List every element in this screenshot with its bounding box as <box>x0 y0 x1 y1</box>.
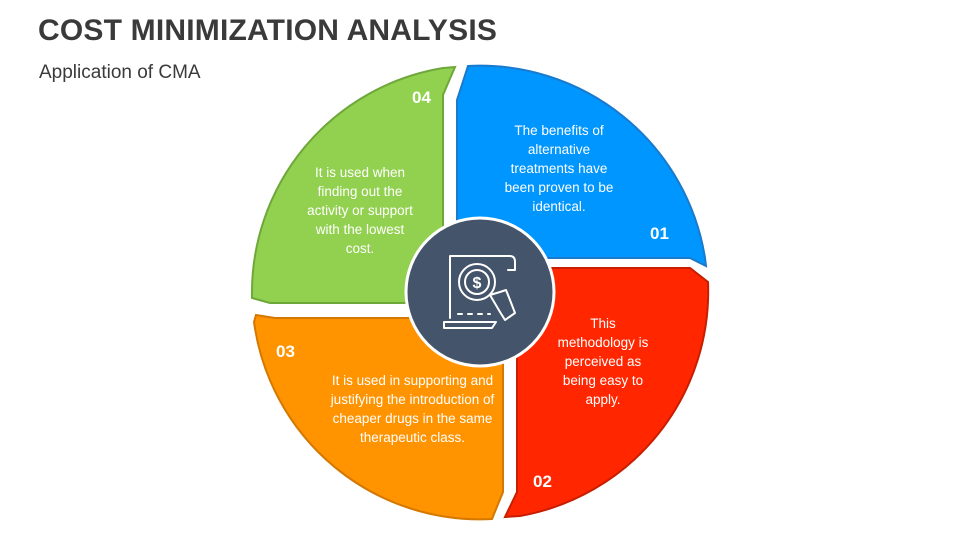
segment-03-shape <box>252 313 504 521</box>
svg-text:$: $ <box>473 275 482 292</box>
dollar-document-search-icon: $ <box>443 255 516 329</box>
segment-01-number: 01 <box>650 224 669 243</box>
segment-02-shape <box>503 267 710 519</box>
segment-01-shape <box>456 64 708 268</box>
segment-02-number: 02 <box>533 472 552 491</box>
page-title: COST MINIMIZATION ANALYSIS <box>38 14 498 47</box>
segment-04-shape <box>250 65 457 304</box>
segment-03-number: 03 <box>276 342 295 361</box>
segment-02-text: This methodology is perceived as being e… <box>557 316 649 407</box>
segment-03-text: It is used in supporting and justifying … <box>330 373 495 445</box>
center-circle <box>404 216 556 368</box>
page-subtitle: Application of CMA <box>39 62 201 83</box>
segment-01-text: The benefits of alternative treatments h… <box>504 123 614 214</box>
segment-04-number: 04 <box>412 88 431 107</box>
segment-04-text: It is used when finding out the activity… <box>307 165 413 256</box>
